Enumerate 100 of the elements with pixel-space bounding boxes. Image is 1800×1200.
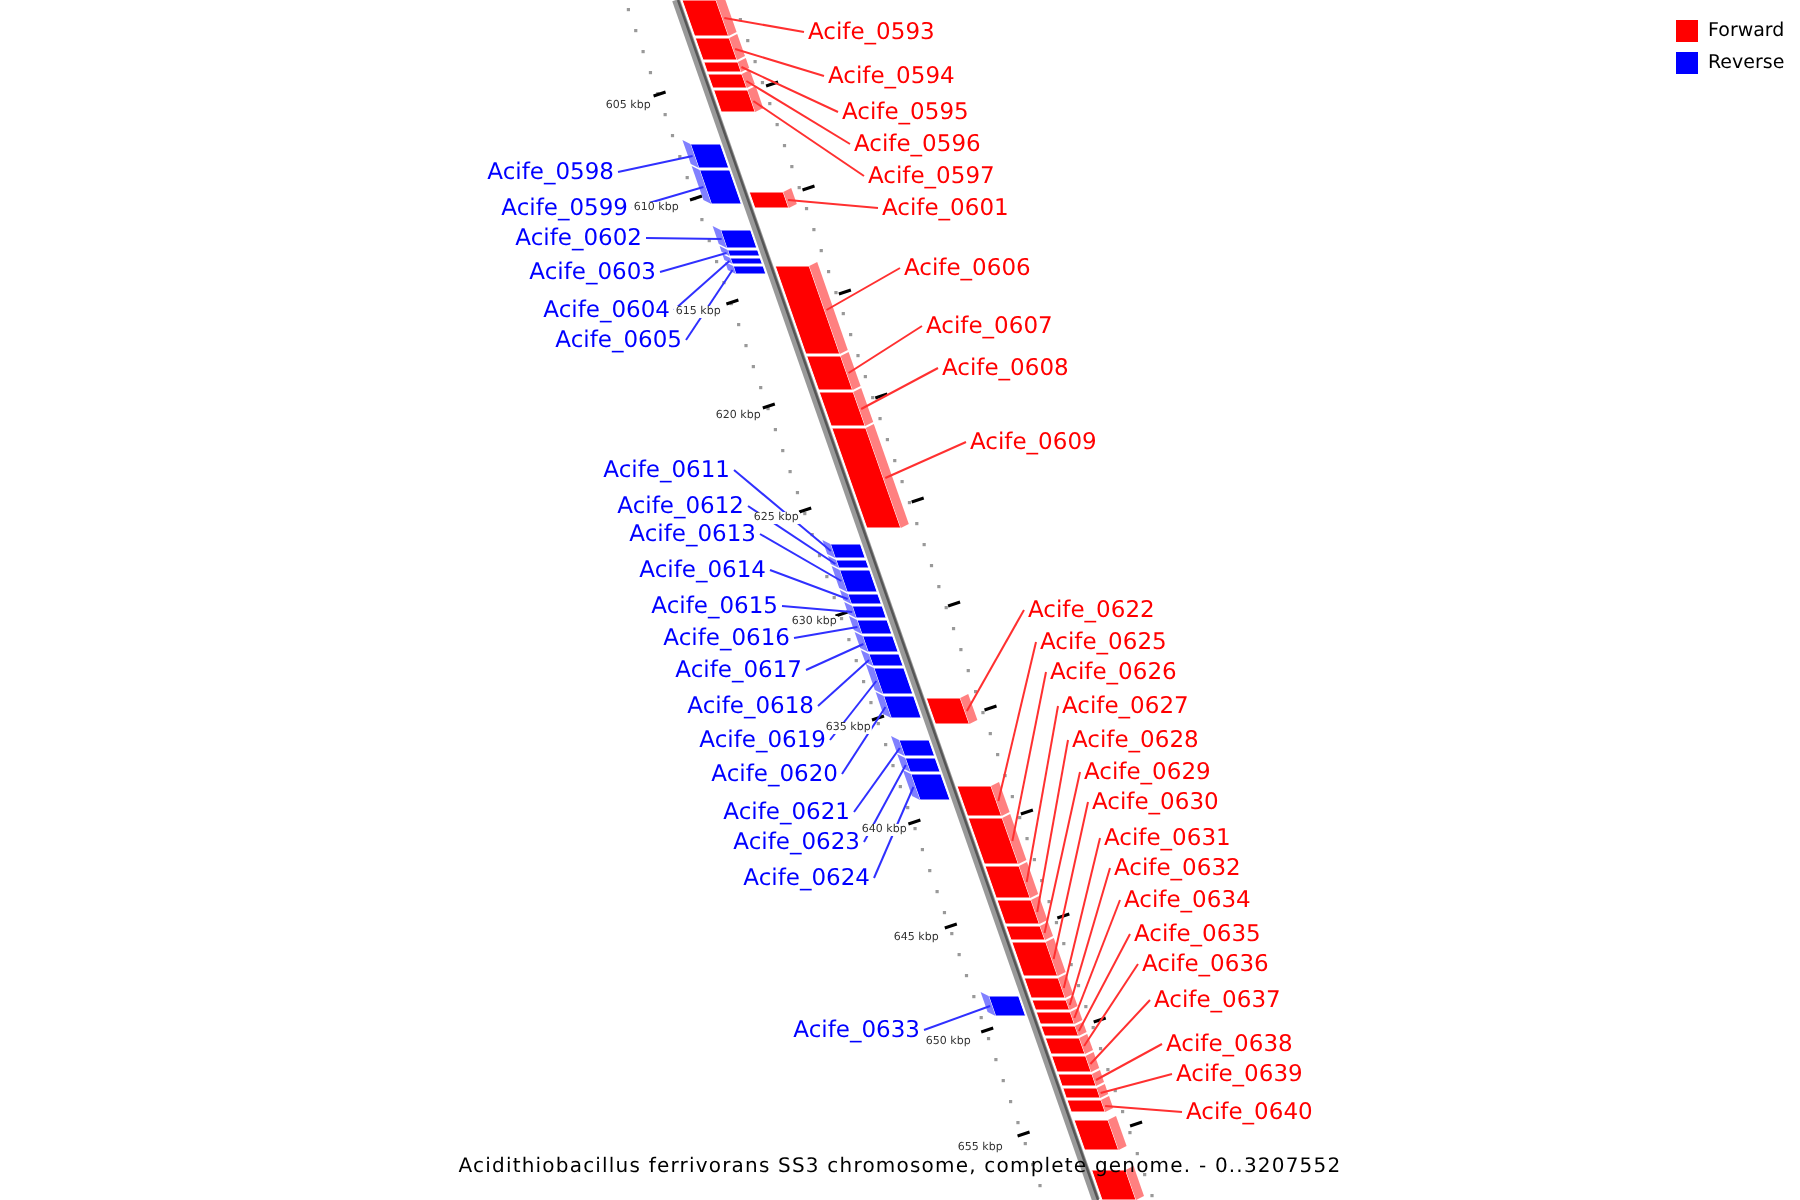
leader-line xyxy=(1036,739,1069,913)
gene-block xyxy=(996,896,1048,925)
gene-block xyxy=(719,246,761,257)
gene-label: Acife_0625 xyxy=(1040,630,1167,654)
gene-label: Acife_0609 xyxy=(970,430,1097,454)
leader-line xyxy=(825,267,901,311)
gene-label: Acife_0615 xyxy=(651,594,778,618)
leader-line xyxy=(1043,771,1081,934)
gene-block xyxy=(1011,938,1066,977)
leader-line xyxy=(723,17,805,33)
leader-line xyxy=(659,252,728,273)
gene-label: Acife_0634 xyxy=(1124,888,1251,912)
gene-block xyxy=(1044,1034,1093,1055)
gene-label: Acife_0602 xyxy=(515,226,642,250)
leader-line xyxy=(965,609,1025,712)
gene-label: Acife_0626 xyxy=(1050,660,1177,684)
leader-line xyxy=(769,569,849,600)
gene-label: Acife_0637 xyxy=(1154,988,1281,1012)
gene-block xyxy=(828,556,870,569)
gene-block xyxy=(849,616,893,635)
gene-block xyxy=(806,352,861,391)
leader-line xyxy=(752,100,865,177)
gene-block xyxy=(844,602,887,619)
gene-block xyxy=(707,70,755,89)
leader-line xyxy=(1068,867,1111,1006)
gene-block xyxy=(860,650,904,667)
gene-block xyxy=(902,770,951,801)
leader-line xyxy=(685,269,734,341)
legend-label: Forward xyxy=(1708,20,1785,42)
gene-block xyxy=(831,566,878,593)
gene-block xyxy=(1023,974,1074,999)
leader-line xyxy=(1011,671,1047,842)
gene-block xyxy=(1031,996,1078,1011)
leader-line xyxy=(733,469,832,552)
leader-line xyxy=(1104,1105,1183,1113)
leader-line xyxy=(884,441,967,479)
leader-line xyxy=(793,626,859,639)
gene-label: Acife_0636 xyxy=(1142,952,1269,976)
gene-block xyxy=(839,590,882,605)
gene-label: Acife_0596 xyxy=(854,132,981,156)
leader-line xyxy=(1073,899,1121,1019)
gene-block xyxy=(774,262,848,355)
leader-line xyxy=(745,80,851,145)
gene-block xyxy=(956,782,1010,817)
gene-block xyxy=(1066,1096,1114,1113)
gene-label: Acife_0640 xyxy=(1186,1100,1313,1124)
leader-line xyxy=(1025,705,1059,883)
gene-label: Acife_0614 xyxy=(639,558,766,582)
gene-label: Acife_0601 xyxy=(882,196,1009,220)
gene-block xyxy=(831,424,909,529)
gene-label: Acife_0627 xyxy=(1062,694,1189,718)
gene-block xyxy=(681,0,737,37)
gene-label: Acife_0605 xyxy=(555,328,682,352)
gene-block xyxy=(725,262,767,275)
gene-label: Acife_0598 xyxy=(487,160,614,184)
gene-label: Acife_0620 xyxy=(711,762,838,786)
gene-block xyxy=(713,86,764,113)
gene-label: Acife_0595 xyxy=(842,100,969,124)
gene-label: Acife_0611 xyxy=(603,458,730,482)
leader-line xyxy=(617,155,694,173)
gene-block xyxy=(854,632,899,653)
gene-block xyxy=(1040,1022,1087,1037)
gene-label: Acife_0632 xyxy=(1114,856,1241,880)
leader-line xyxy=(1099,1073,1173,1094)
gene-label: Acife_0594 xyxy=(828,64,955,88)
gene-block xyxy=(980,992,1027,1017)
gene-label: Acife_0616 xyxy=(663,626,790,650)
gene-label: Acife_0613 xyxy=(629,522,756,546)
gene-block xyxy=(984,862,1039,899)
gene-label: Acife_0606 xyxy=(904,256,1031,280)
gene-label: Acife_0597 xyxy=(868,164,995,188)
leader-line xyxy=(853,747,901,813)
gene-label: Acife_0593 xyxy=(808,20,935,44)
gene-label: Acife_0633 xyxy=(793,1018,920,1042)
gene-block xyxy=(1073,1116,1127,1151)
gene-label: Acife_0631 xyxy=(1104,826,1231,850)
gene-block xyxy=(818,388,874,427)
gene-block xyxy=(748,188,797,209)
leader-line xyxy=(805,643,865,671)
leader-line xyxy=(787,199,879,209)
leader-line xyxy=(1083,963,1139,1047)
gene-block xyxy=(925,694,978,725)
leader-line xyxy=(734,48,825,77)
gene-block xyxy=(694,34,745,61)
gene-block xyxy=(703,58,750,73)
gene-label: Acife_0619 xyxy=(699,728,826,752)
gene-label: Acife_0618 xyxy=(687,694,814,718)
leader-line xyxy=(1052,801,1089,960)
gene-block xyxy=(891,736,936,757)
gene-label: Acife_0635 xyxy=(1134,922,1261,946)
gene-label: Acife_0630 xyxy=(1092,790,1219,814)
leader-line xyxy=(740,66,839,113)
leader-line xyxy=(863,764,907,843)
gene-label: Acife_0612 xyxy=(617,494,744,518)
gene-block xyxy=(897,754,941,773)
gene-block xyxy=(691,166,742,205)
gene-label: Acife_0603 xyxy=(529,260,656,284)
gene-block xyxy=(822,540,866,559)
leader-line xyxy=(1077,933,1131,1032)
gene-label: Acife_0607 xyxy=(926,314,1053,338)
